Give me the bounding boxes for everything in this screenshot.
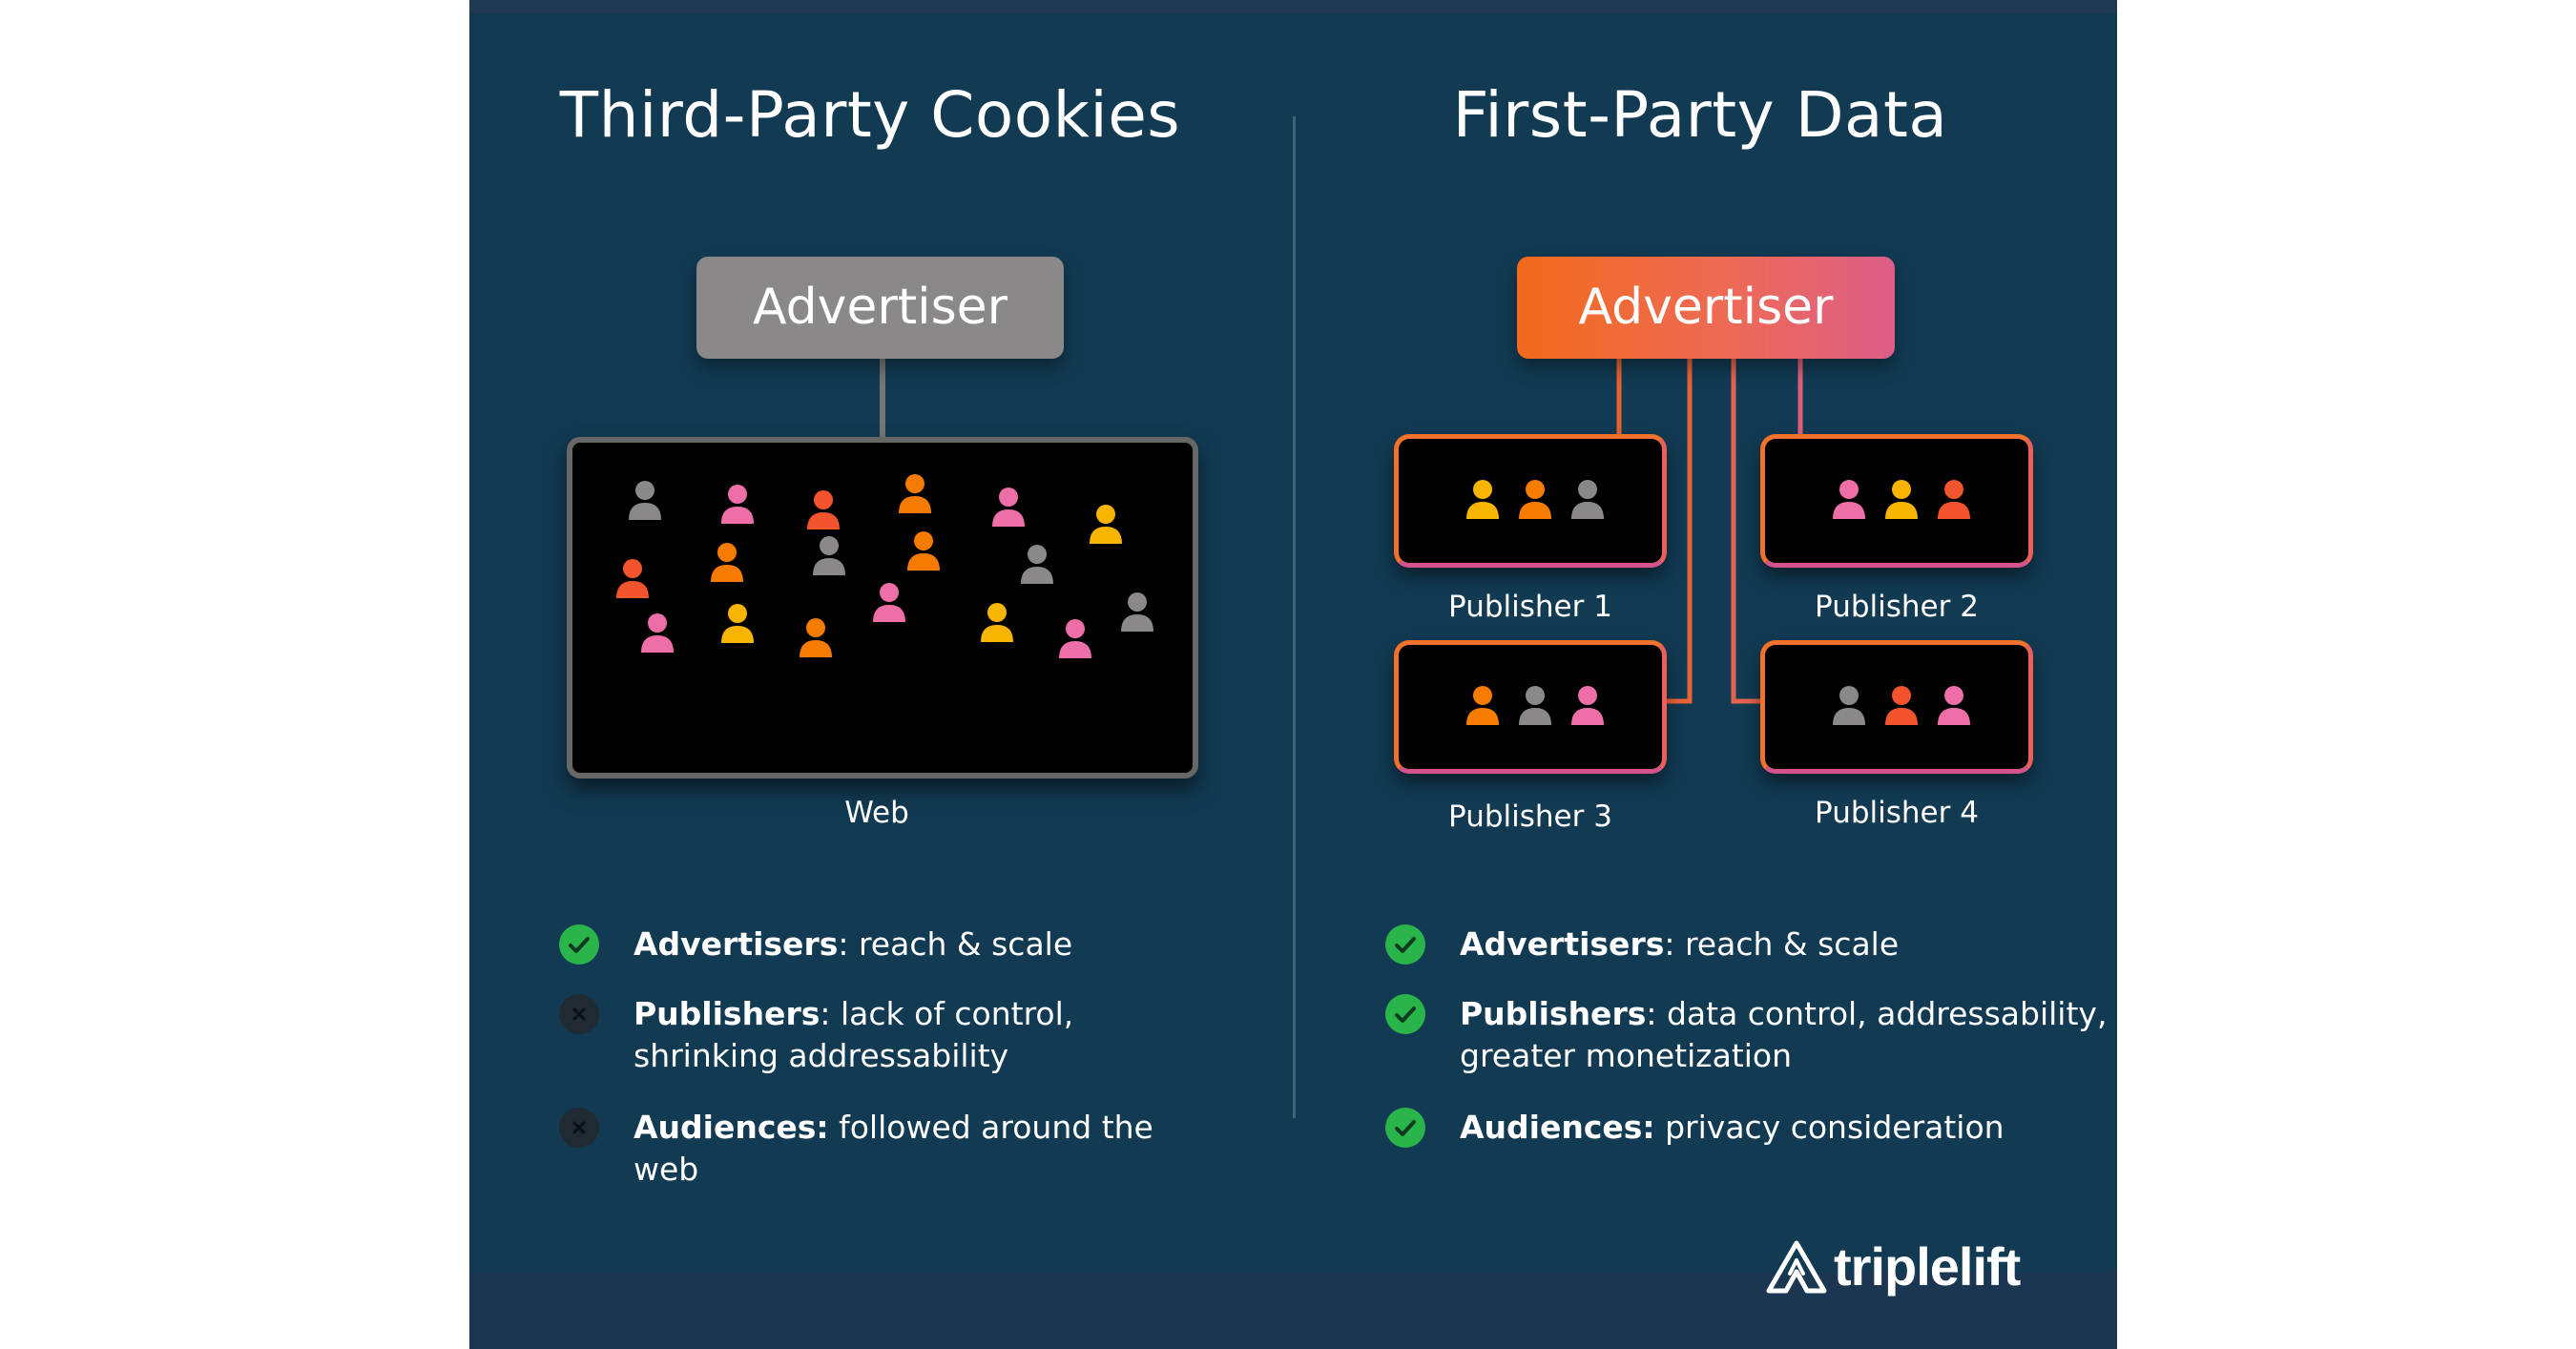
bullet-text: : reach & scale [1664,925,1900,963]
publisher-1-label: Publisher 1 [1448,590,1612,624]
first-party-data-title: First-Party Data [1452,78,1948,152]
person-icon [800,618,832,657]
bullet-heading: Publishers [634,995,821,1032]
cross-icon [559,994,599,1034]
bullet-heading: Audiences: [1460,1109,1655,1146]
person-icon [721,485,754,524]
person-icon [1571,686,1604,725]
person-icon [721,604,754,643]
person-icon [899,474,931,513]
bullet-text: privacy consideration [1654,1109,2005,1146]
triplelift-logo-text: triplelift [1834,1236,2021,1297]
bullet-text: : lack of control, shrinking addressabil… [634,995,1074,1074]
person-icon [813,536,845,575]
person-icon [992,488,1025,527]
top-strip [469,0,2117,13]
person-icon [981,603,1013,642]
person-icon [1938,480,1970,519]
connector-publisher-3 [1662,359,1693,704]
web-people [616,474,1153,658]
person-icon [873,583,905,622]
publisher-1-box [1394,434,1667,568]
check-icon [1385,994,1425,1034]
check-icon [1385,924,1425,965]
person-icon [807,490,840,529]
person-icon [1833,480,1865,519]
publisher-3-label: Publisher 3 [1448,799,1612,834]
bottom-band [469,1272,2117,1349]
publisher-4-label: Publisher 4 [1815,796,1979,830]
person-icon [1090,505,1122,544]
column-divider [1293,116,1296,1118]
publisher-3-people [1466,686,1604,725]
infographic-panel: Third-Party Cookies First-Party Data Adv… [469,0,2117,1349]
person-icon [1059,619,1091,658]
person-icon [907,531,940,571]
publisher-2-box [1760,434,2033,568]
person-icon [711,543,743,582]
connector-lines [880,359,1803,704]
advertiser-box-first-party: Advertiser [1517,257,1895,359]
bullet-text: followed around the web [634,1109,1153,1188]
person-icon [641,613,674,653]
check-icon [559,924,599,965]
web-label: Web [844,796,909,830]
person-icon [1833,686,1865,725]
person-icon [1519,480,1551,519]
publisher-2-people [1833,480,1970,519]
person-icon [1885,480,1918,519]
web-audience-box [567,437,1198,778]
publisher-2-label: Publisher 2 [1815,590,1979,624]
person-icon [1938,686,1970,725]
person-icon [616,559,649,598]
third-party-cookies-title: Third-Party Cookies [559,78,1181,152]
bullet-heading: Publishers [1460,995,1647,1032]
advertiser-box-third-party: Advertiser [696,257,1064,359]
publisher-4-box [1760,640,2033,774]
publisher-4-people [1833,686,1970,725]
publisher-3-box [1394,640,1667,774]
right-bullet-audiences: Audiences: privacy consideration [1385,1107,2109,1149]
left-bullet-audiences: Audiences: followed around the web [559,1107,1225,1191]
bullet-heading: Advertisers [634,925,839,963]
person-icon [1466,686,1499,725]
left-bullet-publishers: Publishers: lack of control, shrinking a… [559,993,1225,1077]
person-icon [1519,686,1551,725]
person-icon [629,481,661,520]
left-bullet-advertisers: Advertisers: reach & scale [559,924,1225,965]
bullet-heading: Audiences: [634,1109,829,1146]
bullet-text: : reach & scale [838,925,1073,963]
triplelift-logo-icon [1766,1240,1827,1294]
right-bullet-publishers: Publishers: data control, addressability… [1385,993,2109,1077]
person-icon [1021,545,1053,584]
person-icon [1466,480,1499,519]
connector-publisher-4 [1731,359,1760,704]
cross-icon [559,1108,599,1148]
person-icon [1571,480,1604,519]
publisher-1-people [1466,480,1604,519]
person-icon [1121,592,1153,632]
person-icon [1885,686,1918,725]
check-icon [1385,1108,1425,1148]
bullet-text: : data control, addressability, greater … [1460,995,2108,1074]
bullet-heading: Advertisers [1460,925,1665,963]
right-bullet-advertisers: Advertisers: reach & scale [1385,924,2109,965]
